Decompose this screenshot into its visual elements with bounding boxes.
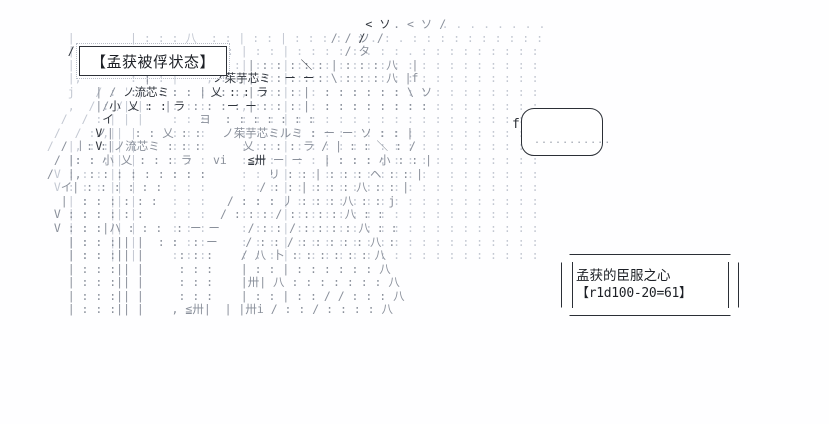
ascii-art-canvas: . . . . . . . . | | : : : 八 : : | : : | … — [40, 17, 800, 316]
dice-bubble-title: 孟获的臣服之心 — [576, 268, 671, 284]
ascii-art-layer-mid: . < ソ / / / ソ / / タ | : : : : : | : : : … — [46, 17, 447, 317]
dice-speech-bubble — [561, 254, 739, 316]
empty-bubble-dots: ........... — [534, 135, 612, 146]
dice-bubble-rail-right — [728, 262, 730, 308]
dice-bubble-roll: 【r1d100-20=61】 — [576, 286, 692, 301]
dice-bubble-rail-left — [572, 262, 574, 308]
empty-speech-bubble: ........... — [521, 108, 610, 156]
dice-bubble-content: 孟获的臣服之心 【r1d100-20=61】 — [561, 254, 739, 316]
status-label-box: 【孟获被俘状态】 — [76, 43, 230, 79]
status-label-text: 【孟获被俘状态】 — [90, 52, 215, 71]
ascii-art-layer-strong: < ソ / / ＼ ＼ ノ茱芋芯ミ ー ー ノ流芯ミ 乂 : : ラ 小 乂 :… — [67, 17, 391, 167]
ascii-art-layer-faint: . . . . . . . . | | : : : 八 : : | : : | … — [46, 17, 546, 263]
empty-bubble-tail: f — [512, 117, 520, 132]
